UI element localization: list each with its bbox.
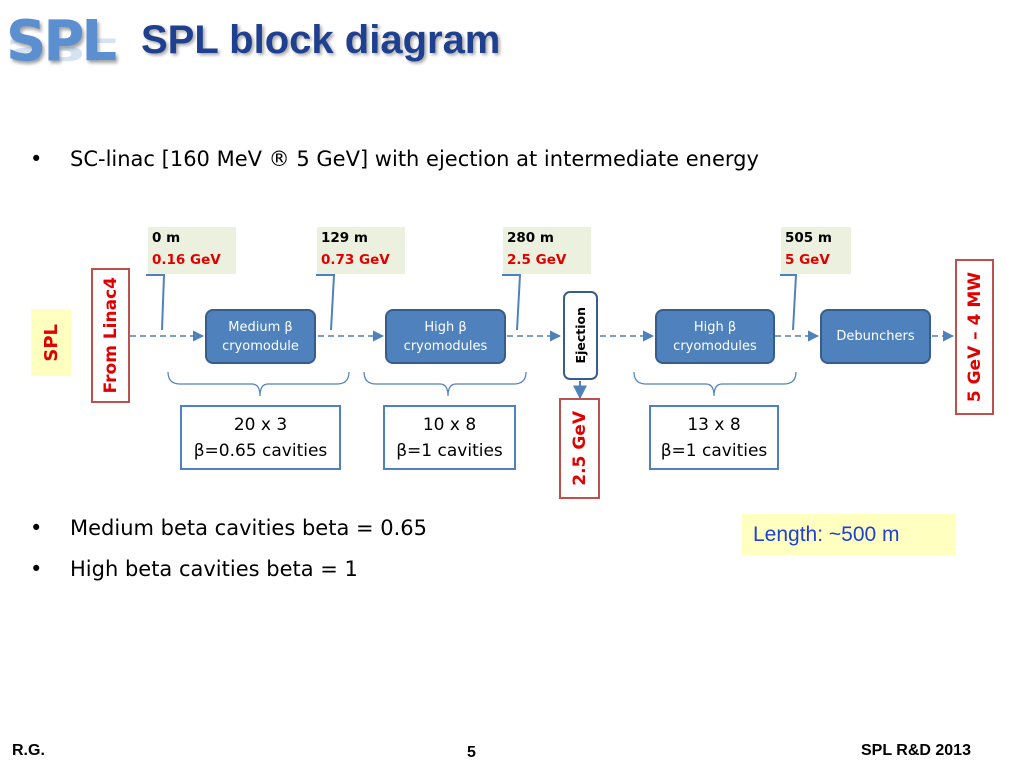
spl-label-box: SPL bbox=[31, 309, 71, 376]
pointer-0m bbox=[146, 274, 166, 331]
footer-author: R.G. bbox=[12, 742, 45, 759]
brace-3 bbox=[633, 371, 797, 397]
debunchers-block: Debunchers bbox=[820, 309, 931, 364]
length-label: Length: ~500 m bbox=[742, 514, 956, 555]
spl-label: SPL bbox=[40, 323, 62, 362]
bullet-text: Medium beta cavities beta = 0.65 bbox=[70, 516, 428, 540]
from-linac4-box: From Linac4 bbox=[91, 268, 130, 403]
high-beta-cryomodules-block-2: High β cryomodules bbox=[655, 309, 775, 364]
bullet-high-beta: • High beta cavities beta = 1 bbox=[30, 557, 358, 581]
position-energy: 5 GeV bbox=[785, 252, 830, 268]
debunchers-label: Debunchers bbox=[836, 329, 915, 344]
cavity-count-box-3: 13 x 8 β=1 cavities bbox=[649, 405, 779, 470]
position-distance: 280 m bbox=[507, 230, 554, 246]
position-distance: 505 m bbox=[785, 230, 832, 246]
bullet-marker: • bbox=[30, 516, 43, 540]
ejection-box: Ejection bbox=[563, 291, 598, 380]
block-line-2: cryomodules bbox=[673, 338, 757, 354]
page-title: SPL block diagram bbox=[141, 18, 501, 62]
cavity-type: β=1 cavities bbox=[396, 440, 503, 461]
brace-1 bbox=[167, 371, 350, 397]
cavity-type: β=1 cavities bbox=[660, 440, 768, 461]
block-line-1: High β bbox=[424, 319, 467, 335]
cavity-count-box-1: 20 x 3 β=0.65 cavities bbox=[180, 405, 341, 470]
position-box-1: 129 m 0.73 GeV bbox=[317, 227, 405, 274]
ejection-energy-label: 2.5 GeV bbox=[569, 411, 590, 486]
position-distance: 129 m bbox=[321, 230, 368, 246]
ejection-energy-box: 2.5 GeV bbox=[559, 398, 600, 499]
cavity-count: 13 x 8 bbox=[687, 414, 741, 435]
footer-page-number: 5 bbox=[467, 744, 476, 761]
output-label: 5 GeV – 4 MW bbox=[964, 271, 985, 403]
brace-2 bbox=[363, 371, 527, 397]
block-line-1: Medium β bbox=[228, 319, 293, 335]
cavity-count: 10 x 8 bbox=[422, 414, 477, 435]
bullet-top: • SC-linac [160 MeV ® 5 GeV] with ejecti… bbox=[30, 147, 759, 171]
cavity-count: 20 x 3 bbox=[233, 414, 288, 435]
block-line-2: cryomodules bbox=[403, 338, 488, 354]
position-energy: 0.73 GeV bbox=[321, 252, 390, 268]
ejection-label: Ejection bbox=[573, 307, 588, 364]
position-box-0: 0 m 0.16 GeV bbox=[148, 227, 236, 274]
position-energy: 2.5 GeV bbox=[507, 252, 567, 268]
position-box-2: 280 m 2.5 GeV bbox=[503, 227, 591, 274]
block-line-2: cryomodule bbox=[222, 338, 299, 354]
from-linac4-label: From Linac4 bbox=[100, 277, 121, 394]
cavity-type: β=0.65 cavities bbox=[193, 440, 328, 461]
cavity-count-box-2: 10 x 8 β=1 cavities bbox=[383, 405, 516, 470]
pointer-129m bbox=[316, 274, 336, 331]
output-box: 5 GeV – 4 MW bbox=[955, 259, 994, 415]
bullet-top-text: SC-linac [160 MeV ® 5 GeV] with ejection… bbox=[70, 147, 759, 171]
spl-logo: SPL bbox=[6, 9, 117, 74]
position-energy: 0.16 GeV bbox=[152, 252, 221, 268]
bullet-marker: • bbox=[30, 557, 43, 581]
medium-beta-cryomodule-block: Medium β cryomodule bbox=[205, 309, 316, 364]
high-beta-cryomodules-block-1: High β cryomodules bbox=[385, 309, 506, 364]
pointer-505m bbox=[780, 274, 798, 331]
position-box-3: 505 m 5 GeV bbox=[781, 227, 851, 274]
block-line-1: High β bbox=[693, 319, 737, 335]
position-distance: 0 m bbox=[152, 230, 181, 246]
bullet-marker: • bbox=[30, 147, 43, 171]
bullet-text: High beta cavities beta = 1 bbox=[70, 557, 358, 581]
footer-event: SPL R&D 2013 bbox=[861, 742, 971, 759]
pointer-280m bbox=[502, 274, 522, 331]
bullet-medium-beta: • Medium beta cavities beta = 0.65 bbox=[30, 516, 428, 540]
